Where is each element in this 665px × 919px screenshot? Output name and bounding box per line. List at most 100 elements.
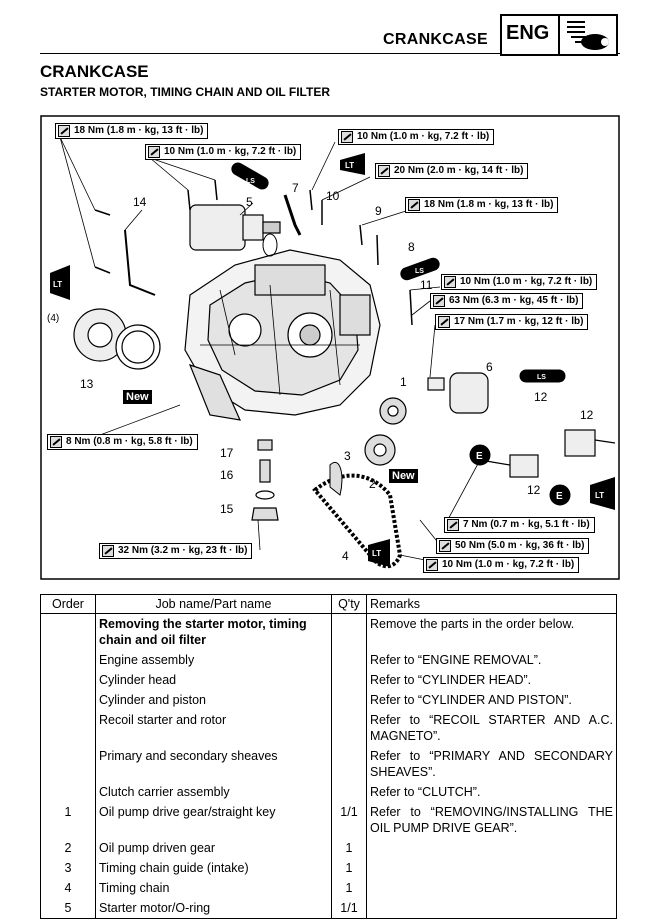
oil-filter — [427, 372, 489, 414]
chain-tensioner — [479, 429, 616, 478]
remarks-cell — [366, 878, 617, 898]
part-number: 8 — [408, 240, 415, 254]
torque-wrench-icon — [102, 545, 114, 557]
grease-markers — [469, 444, 571, 506]
torque-spec: 50 Nm (5.0 m · kg, 36 ft · lb) — [436, 538, 590, 554]
part-number: 16 — [220, 468, 234, 482]
part-number: 12 — [534, 390, 548, 404]
remarks-cell: Refer to “REMOVING/INSTALLING THE OIL PU… — [366, 802, 617, 838]
remarks-cell — [366, 858, 617, 878]
eng-tab-label: ENG — [506, 22, 550, 44]
remarks-cell: Refer to “PRIMARY AND SECONDARY SHEAVES”… — [366, 746, 617, 782]
table-row: Cylinder and piston Refer to “CYLINDER A… — [40, 690, 617, 710]
exploded-view-diagram: E E LT LT LT LT LS LS LS — [40, 115, 620, 580]
table-row: 5 Starter motor/O-ring 1/1 — [40, 898, 617, 919]
qty-cell: 1/1 — [331, 802, 367, 838]
part-number: 14 — [133, 195, 147, 209]
torque-spec: 10 Nm (1.0 m · kg, 7.2 ft · lb) — [145, 144, 302, 160]
part-name-cell: Timing chain — [95, 878, 332, 898]
page-subtitle: STARTER MOTOR, TIMING CHAIN AND OIL FILT… — [40, 85, 330, 99]
table-row: Cylinder head Refer to “CYLINDER HEAD”. — [40, 670, 617, 690]
torque-wrench-icon — [148, 146, 160, 158]
bolts — [94, 179, 413, 326]
remarks-cell — [366, 898, 617, 919]
order-cell — [40, 746, 96, 782]
remarks-cell: Refer to “CYLINDER AND PISTON”. — [366, 690, 617, 710]
lt-label: LT — [345, 161, 354, 170]
qty-cell — [331, 690, 367, 710]
part-name-cell: Cylinder and piston — [95, 690, 332, 710]
drain-bolt-parts — [251, 439, 279, 521]
order-cell: 1 — [40, 802, 96, 838]
table-row: Recoil starter and rotor Refer to “RECOI… — [40, 710, 617, 746]
torque-spec: 17 Nm (1.7 m · kg, 12 ft · lb) — [435, 314, 589, 330]
torque-wrench-icon — [433, 295, 445, 307]
locktite-markers — [50, 153, 615, 567]
qty-cell: 1 — [331, 878, 367, 898]
part-number: 17 — [220, 446, 234, 460]
order-cell — [40, 690, 96, 710]
order-cell: 3 — [40, 858, 96, 878]
qty-cell: 1 — [331, 858, 367, 878]
column-header: Q'ty — [331, 594, 367, 614]
part-number: 4 — [342, 549, 349, 563]
parts-table: Order Job name/Part name Q'ty Remarks Re… — [40, 594, 617, 919]
qty-cell — [331, 650, 367, 670]
grease-marker-label: E — [556, 491, 563, 502]
timing-chain-guide — [329, 462, 343, 496]
torque-wrench-icon — [438, 316, 450, 328]
part-name-cell: Starter motor/O-ring — [95, 898, 332, 919]
table-row: 1 Oil pump drive gear/straight key 1/1 R… — [40, 802, 617, 838]
remarks-cell — [366, 838, 617, 858]
part-name-cell: Clutch carrier assembly — [95, 782, 332, 802]
part-name-cell: Oil pump drive gear/straight key — [95, 802, 332, 838]
part-name-cell: Oil pump driven gear — [95, 838, 332, 858]
torque-spec: 10 Nm (1.0 m · kg, 7.2 ft · lb) — [338, 129, 495, 145]
qty-cell: 1/1 — [331, 898, 367, 919]
lt-label: LT — [53, 280, 62, 289]
torque-spec: 18 Nm (1.8 m · kg, 13 ft · lb) — [55, 123, 209, 139]
remarks-cell: Refer to “CYLINDER HEAD”. — [366, 670, 617, 690]
part-name-cell: Primary and secondary sheaves — [95, 746, 332, 782]
o-ring — [262, 233, 278, 257]
part-number: 3 — [344, 449, 351, 463]
order-cell — [40, 613, 96, 650]
lt-label: LT — [372, 549, 381, 558]
engine-icon — [567, 21, 609, 50]
part-number: 13 — [80, 377, 94, 391]
part-number: 11 — [420, 278, 433, 292]
torque-spec: 7 Nm (0.7 m · kg, 5.1 ft · lb) — [444, 517, 595, 533]
qty-cell — [331, 746, 367, 782]
torque-spec: 10 Nm (1.0 m · kg, 7.2 ft · lb) — [423, 557, 580, 573]
header-rule — [40, 53, 620, 54]
oil-pump-gears — [364, 397, 407, 466]
qty-cell — [331, 710, 367, 746]
torque-wrench-icon — [447, 519, 459, 531]
remarks-cell: Remove the parts in the order below. — [366, 613, 617, 650]
order-cell — [40, 670, 96, 690]
part-number: 12 — [527, 483, 541, 497]
part-name-cell: Engine assembly — [95, 650, 332, 670]
torque-spec: 63 Nm (6.3 m · kg, 45 ft · lb) — [430, 293, 584, 309]
torque-wrench-icon — [341, 131, 353, 143]
column-header: Job name/Part name — [95, 594, 332, 614]
oil-filter-cover — [73, 308, 161, 370]
torque-wrench-icon — [426, 559, 438, 571]
table-row: Primary and secondary sheaves Refer to “… — [40, 746, 617, 782]
part-number: (4) — [47, 313, 60, 324]
column-header: Order — [40, 594, 96, 614]
order-cell — [40, 650, 96, 670]
table-row: Engine assembly Refer to “ENGINE REMOVAL… — [40, 650, 617, 670]
torque-spec: 18 Nm (1.8 m · kg, 13 ft · lb) — [405, 197, 559, 213]
part-number: 15 — [220, 502, 234, 516]
torque-spec: 8 Nm (0.8 m · kg, 5.8 ft · lb) — [47, 434, 198, 450]
ls-markers — [231, 162, 566, 383]
ls-label: LS — [415, 268, 424, 275]
remarks-cell: Refer to “CLUTCH”. — [366, 782, 617, 802]
oil-pipe — [124, 229, 156, 296]
qty-cell — [331, 613, 367, 650]
part-name-cell: Removing the starter motor, timing chain… — [95, 613, 332, 650]
table-row: 4 Timing chain 1 — [40, 878, 617, 898]
torque-wrench-icon — [444, 276, 456, 288]
remarks-cell: Refer to “ENGINE REMOVAL”. — [366, 650, 617, 670]
